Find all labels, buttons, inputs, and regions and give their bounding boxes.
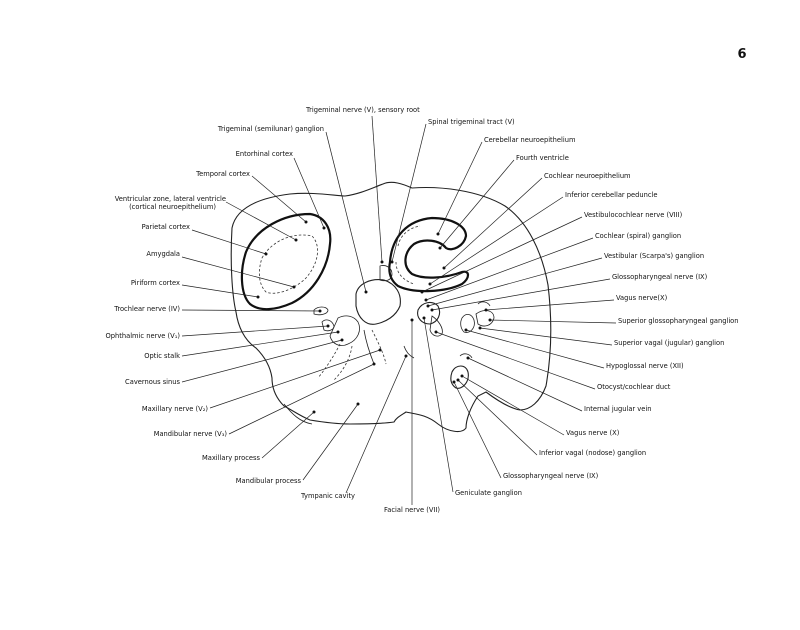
label-cerebellar-neuroepithelium: Cerebellar neuroepithelium [484,136,576,144]
label-mandibular-process: Mandibular process [236,477,302,485]
label-glossopharyngeal-nerve-lower: Glossopharyngeal nerve (IX) [503,472,599,480]
label-ophthalmic-nerve: Ophthalmic nerve (V₁) [105,332,180,340]
label-entorhinal-cortex: Entorhinal cortex [236,150,293,158]
label-temporal-cortex: Temporal cortex [195,170,250,178]
label-facial-nerve: Facial nerve (VII) [384,506,440,514]
label-optic-stalk: Optic stalk [144,352,180,360]
left-labels: Trigeminal nerve (V), sensory root Trige… [105,106,440,514]
label-hypoglossal-nerve: Hypoglossal nerve (XII) [606,362,684,370]
label-vagus-nerve-upper: Vagus nerve(X) [616,294,668,302]
label-vestibulocochlear-nerve: Vestibulocochlear nerve (VIII) [584,211,683,219]
label-trochlear-nerve: Trochlear nerve (IV) [113,305,180,313]
label-cochlear-ganglion: Cochlear (spiral) ganglion [595,232,681,240]
label-glossopharyngeal-nerve-upper: Glossopharyngeal nerve (IX) [612,273,708,281]
label-otocyst: Otocyst/cochlear duct [597,383,671,391]
label-superior-glossopharyngeal-ganglion: Superior glossopharyngeal ganglion [618,317,739,325]
label-vestibular-ganglion: Vestibular (Scarpa's) ganglion [604,252,704,260]
right-labels: Spinal trigeminal tract (V) Cerebellar n… [390,118,739,497]
label-mandibular-nerve: Mandibular nerve (V₃) [154,430,228,438]
label-parietal-cortex: Parietal cortex [142,223,190,231]
label-superior-vagal-ganglion: Superior vagal (jugular) ganglion [614,339,724,347]
label-geniculate-ganglion: Geniculate ganglion [455,489,522,497]
section-outline [230,181,552,433]
label-cavernous-sinus: Cavernous sinus [125,378,180,386]
label-piriform-cortex: Piriform cortex [131,279,180,287]
label-fourth-ventricle: Fourth ventricle [516,154,569,162]
label-ventricular-zone-1: Ventricular zone, lateral ventricle [115,195,226,203]
label-trigeminal-ganglion: Trigeminal (semilunar) ganglion [217,125,324,133]
label-maxillary-nerve: Maxillary nerve (V₂) [142,405,208,413]
label-internal-jugular-vein: Internal jugular vein [584,405,651,413]
label-inferior-vagal-ganglion: Inferior vagal (nodose) ganglion [539,449,646,457]
label-spinal-trigeminal-tract: Spinal trigeminal tract (V) [428,118,515,126]
label-maxillary-process: Maxillary process [202,454,261,462]
label-vagus-nerve-lower: Vagus nerve (X) [566,429,620,437]
label-cochlear-neuroepithelium: Cochlear neuroepithelium [544,172,631,180]
label-tympanic-cavity: Tympanic cavity [300,492,355,500]
label-ventricular-zone-2: (cortical neuroepithelium) [129,203,216,211]
label-amygdala: Amygdala [146,250,180,258]
label-inferior-cerebellar-peduncle: Inferior cerebellar peduncle [565,191,658,199]
label-trigeminal-sensory-root: Trigeminal nerve (V), sensory root [305,106,420,114]
page-number: 6 [737,47,746,62]
